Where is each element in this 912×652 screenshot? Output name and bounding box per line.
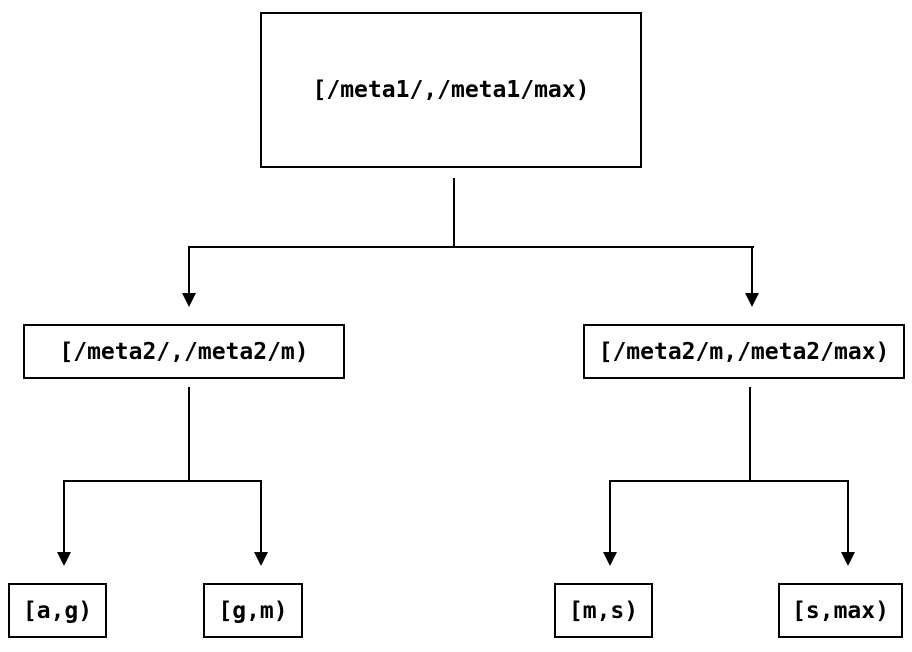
edge-meta2-low-drop-left-line — [63, 480, 65, 553]
edge-meta2-high-drop-left-line — [609, 480, 611, 553]
node-leaf-m-s: [m,s) — [554, 583, 653, 638]
edge-meta2-low-drop-right-line — [260, 480, 262, 553]
edge-root-branch-line — [188, 246, 754, 248]
node-leaf-s-max: [s,max) — [778, 583, 903, 638]
edge-meta2-low-branch-line — [63, 480, 262, 482]
edge-meta2-high-stem-line — [749, 387, 751, 482]
edge-meta2-low-stem-line — [188, 387, 190, 482]
arrowhead-to-leaf-g-m-icon — [254, 552, 268, 566]
arrowhead-to-leaf-m-s-icon — [603, 552, 617, 566]
arrowhead-to-meta2-high-icon — [745, 293, 759, 307]
edge-root-stem-line — [453, 178, 455, 247]
node-leaf-a-g: [a,g) — [8, 583, 107, 638]
node-meta2-high-range: [/meta2/m,/meta2/max) — [583, 324, 905, 379]
edge-meta2-high-drop-right-line — [847, 480, 849, 553]
arrowhead-to-leaf-s-max-icon — [841, 552, 855, 566]
arrowhead-to-meta2-low-icon — [182, 293, 196, 307]
node-root-meta1-range: [/meta1/,/meta1/max) — [260, 12, 642, 168]
arrowhead-to-leaf-a-g-icon — [57, 552, 71, 566]
node-leaf-g-m: [g,m) — [203, 583, 303, 638]
edge-root-drop-left-line — [188, 246, 190, 294]
node-meta2-low-range: [/meta2/,/meta2/m) — [23, 324, 345, 379]
edge-meta2-high-branch-line — [609, 480, 849, 482]
edge-root-drop-right-line — [751, 246, 753, 294]
